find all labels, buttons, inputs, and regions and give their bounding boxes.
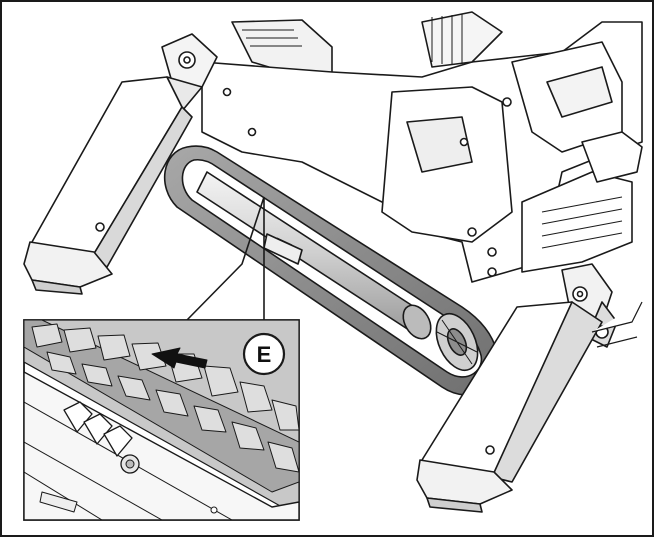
arrow-indicator — [151, 347, 208, 369]
outrigger-left — [23, 33, 218, 295]
callout-label: E — [257, 342, 272, 367]
bolt-icon — [120, 454, 140, 474]
outrigger-right — [416, 263, 643, 513]
machine-body — [201, 11, 643, 283]
detail-inset: E — [23, 319, 300, 521]
track-assembly — [163, 145, 500, 396]
callout-bubble: E — [242, 332, 286, 376]
